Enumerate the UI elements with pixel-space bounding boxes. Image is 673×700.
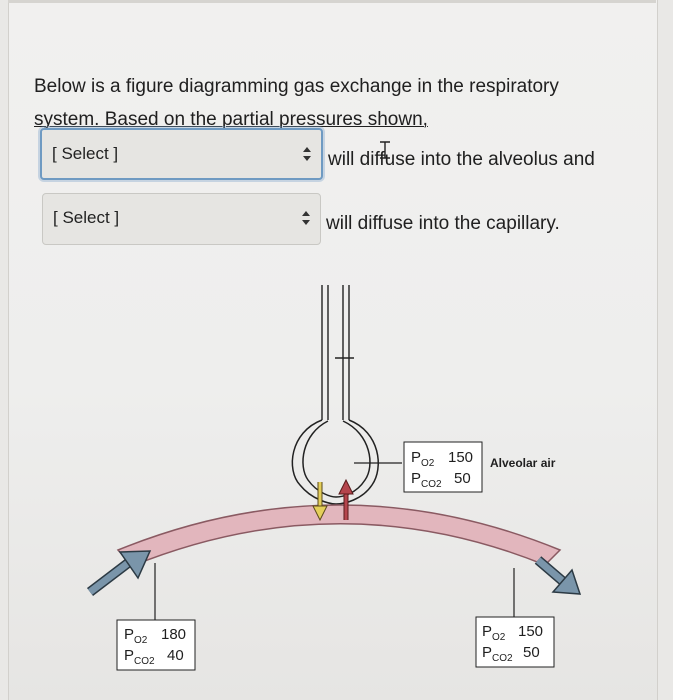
right-po2-sub: O2 — [492, 632, 506, 643]
question-line-1: Below is a figure diagramming gas exchan… — [34, 76, 559, 97]
left-pco2-sub: CO2 — [134, 656, 155, 667]
alveolar-air-label: Alveolar air — [490, 456, 556, 470]
alveolus-sac — [291, 419, 379, 505]
left-pco2-value: 40 — [167, 647, 184, 664]
right-blood-pressure-box: PO2 150 PCO2 50 — [475, 616, 555, 668]
svg-text:PO2: PO2 — [411, 449, 435, 469]
right-pco2-label: P — [482, 644, 492, 661]
alv-pco2-value: 50 — [454, 470, 471, 487]
svg-text:PCO2: PCO2 — [124, 647, 155, 667]
right-pco2-sub: CO2 — [492, 653, 513, 664]
left-blood-pressure-box: PO2 180 PCO2 40 — [116, 619, 196, 671]
question-panel — [8, 0, 658, 700]
select-2-suffix: will diffuse into the capillary. — [326, 213, 560, 234]
alv-po2-sub: O2 — [421, 458, 435, 469]
gas-select-2[interactable]: [ Select ] — [42, 193, 321, 245]
alv-pco2-sub: CO2 — [421, 479, 442, 490]
alv-pco2-label: P — [411, 470, 421, 487]
svg-text:PO2: PO2 — [482, 623, 506, 643]
panel-top-border — [8, 0, 656, 3]
capillary-vessel — [116, 504, 562, 567]
text-cursor-icon — [380, 141, 390, 159]
left-po2-label: P — [124, 626, 134, 643]
svg-text:PCO2: PCO2 — [411, 470, 442, 490]
oxygen-diffusion-arrow — [312, 482, 328, 522]
blood-outflow-arrow — [534, 556, 582, 595]
blood-inflow-arrow — [86, 550, 152, 596]
select-arrows-icon — [301, 208, 311, 228]
alv-po2-value: 150 — [448, 449, 473, 466]
alv-po2-label: P — [411, 449, 421, 466]
question-line-2: system. Based on the partial pressures s… — [34, 109, 428, 130]
select-arrows-icon — [302, 144, 312, 164]
right-po2-label: P — [482, 623, 492, 640]
co2-diffusion-arrow — [338, 478, 354, 520]
airway-tube — [321, 285, 354, 420]
select-1-suffix: will diffuse into the alveolus and — [328, 149, 595, 170]
svg-text:PCO2: PCO2 — [482, 644, 513, 664]
select-2-value: [ Select ] — [53, 208, 120, 227]
left-po2-sub: O2 — [134, 635, 148, 646]
alveolus-pressure-box: PO2 150 PCO2 50 — [403, 441, 483, 493]
left-po2-value: 180 — [161, 626, 186, 643]
right-pco2-value: 50 — [523, 644, 540, 661]
select-1-value: [ Select ] — [52, 144, 119, 163]
right-po2-value: 150 — [518, 623, 543, 640]
left-pco2-label: P — [124, 647, 134, 664]
gas-select-1[interactable]: [ Select ] — [40, 128, 323, 180]
question-text: Below is a figure diagramming gas exchan… — [34, 70, 634, 136]
svg-text:PO2: PO2 — [124, 626, 148, 646]
